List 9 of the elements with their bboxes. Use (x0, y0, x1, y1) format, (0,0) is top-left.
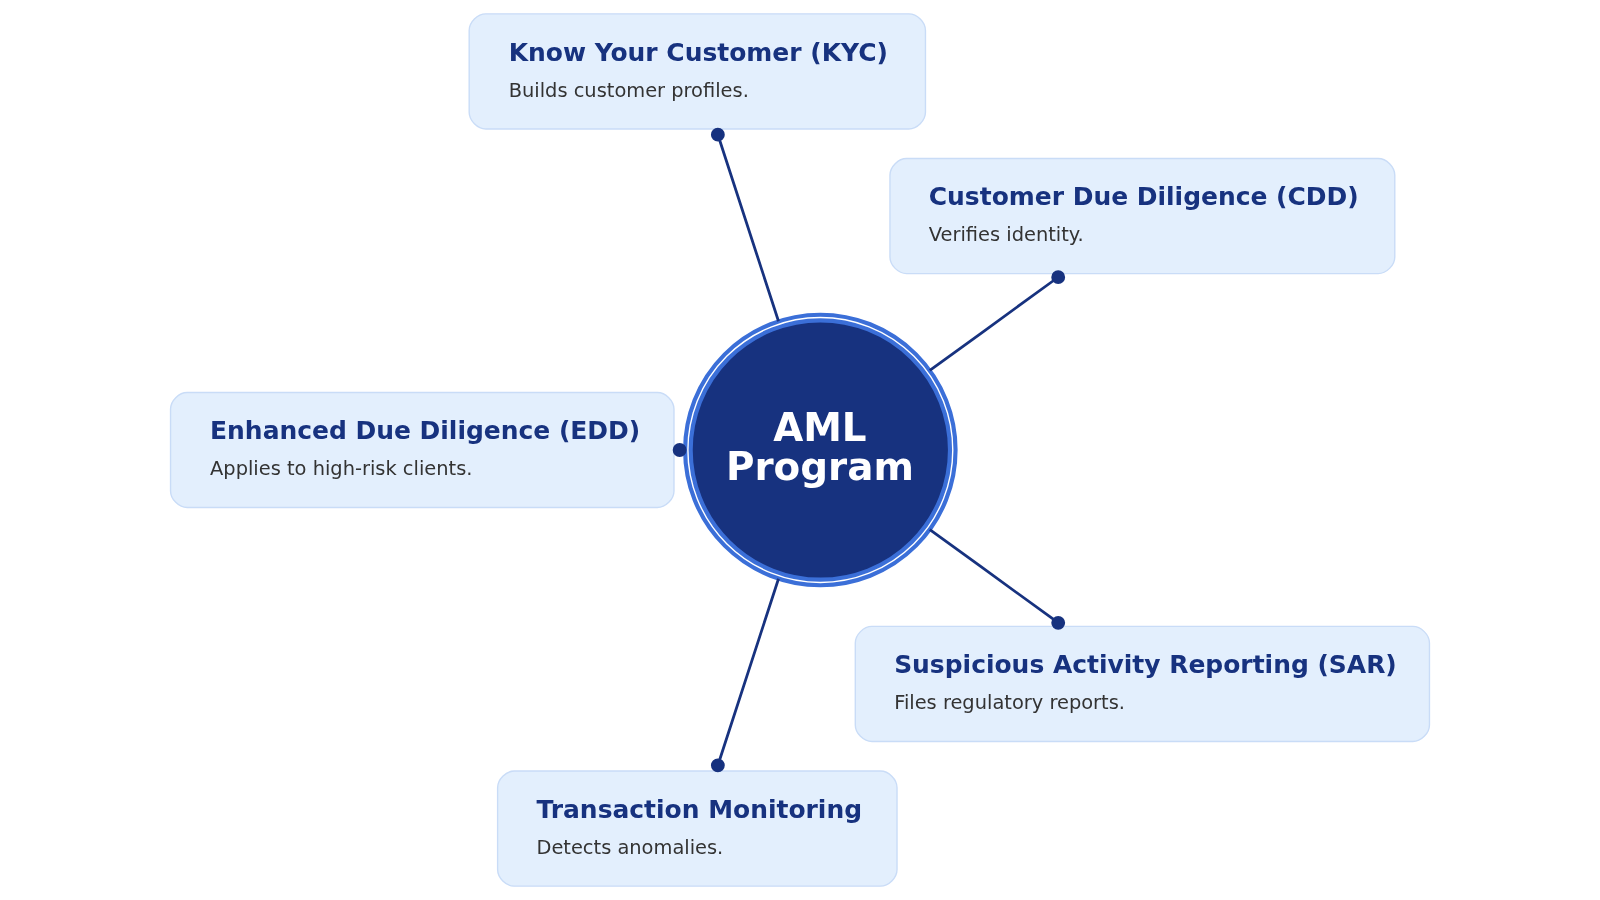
node-box: Enhanced Due Diligence (EDD) Applies to high-risk clients. (169, 391, 675, 509)
connector (929, 270, 1066, 372)
node-box: Customer Due Diligence (CDD) Verifies identity. (889, 157, 1396, 275)
node-box: Transaction Monitoring Detects anomalies. (496, 770, 898, 887)
node-box: Suspicious Activity Reporting (SAR) Files regulatory reports. (854, 625, 1431, 743)
connector (929, 528, 1066, 630)
connector (710, 578, 780, 773)
connector (710, 127, 780, 322)
node-box: Know Your Customer (KYC) Builds customer profiles. (468, 13, 927, 130)
